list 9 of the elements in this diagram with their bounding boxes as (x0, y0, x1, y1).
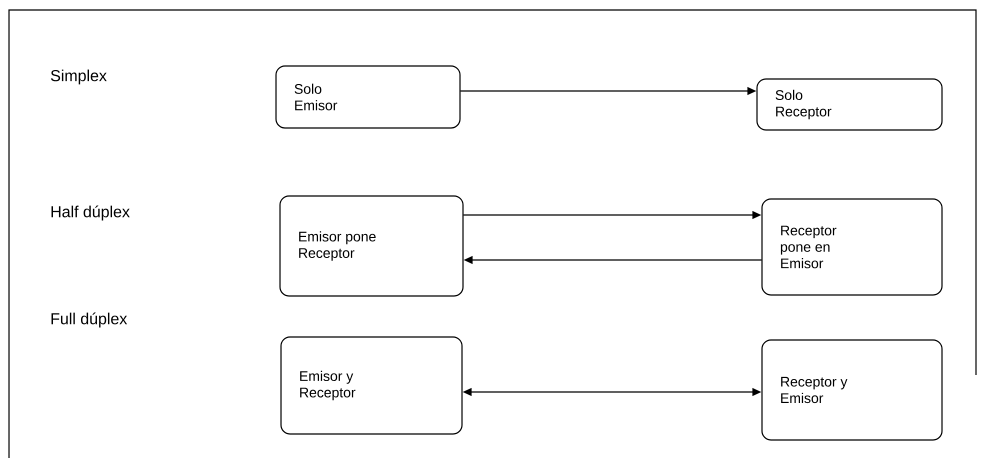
mode-label: Full dúplex (52, 312, 128, 328)
mode-label: Simplex (50, 70, 107, 84)
process-box: Emisor y Receptor (280, 336, 463, 435)
mode-label: Half dúplex (52, 205, 130, 221)
process-box: Solo Receptor (756, 78, 943, 131)
process-box: Emisor pone Receptor (279, 195, 464, 297)
process-box: Receptor y Emisor (761, 339, 943, 441)
process-box: Receptor pone en Emisor (761, 198, 943, 296)
process-box: Solo Emisor (275, 65, 461, 129)
